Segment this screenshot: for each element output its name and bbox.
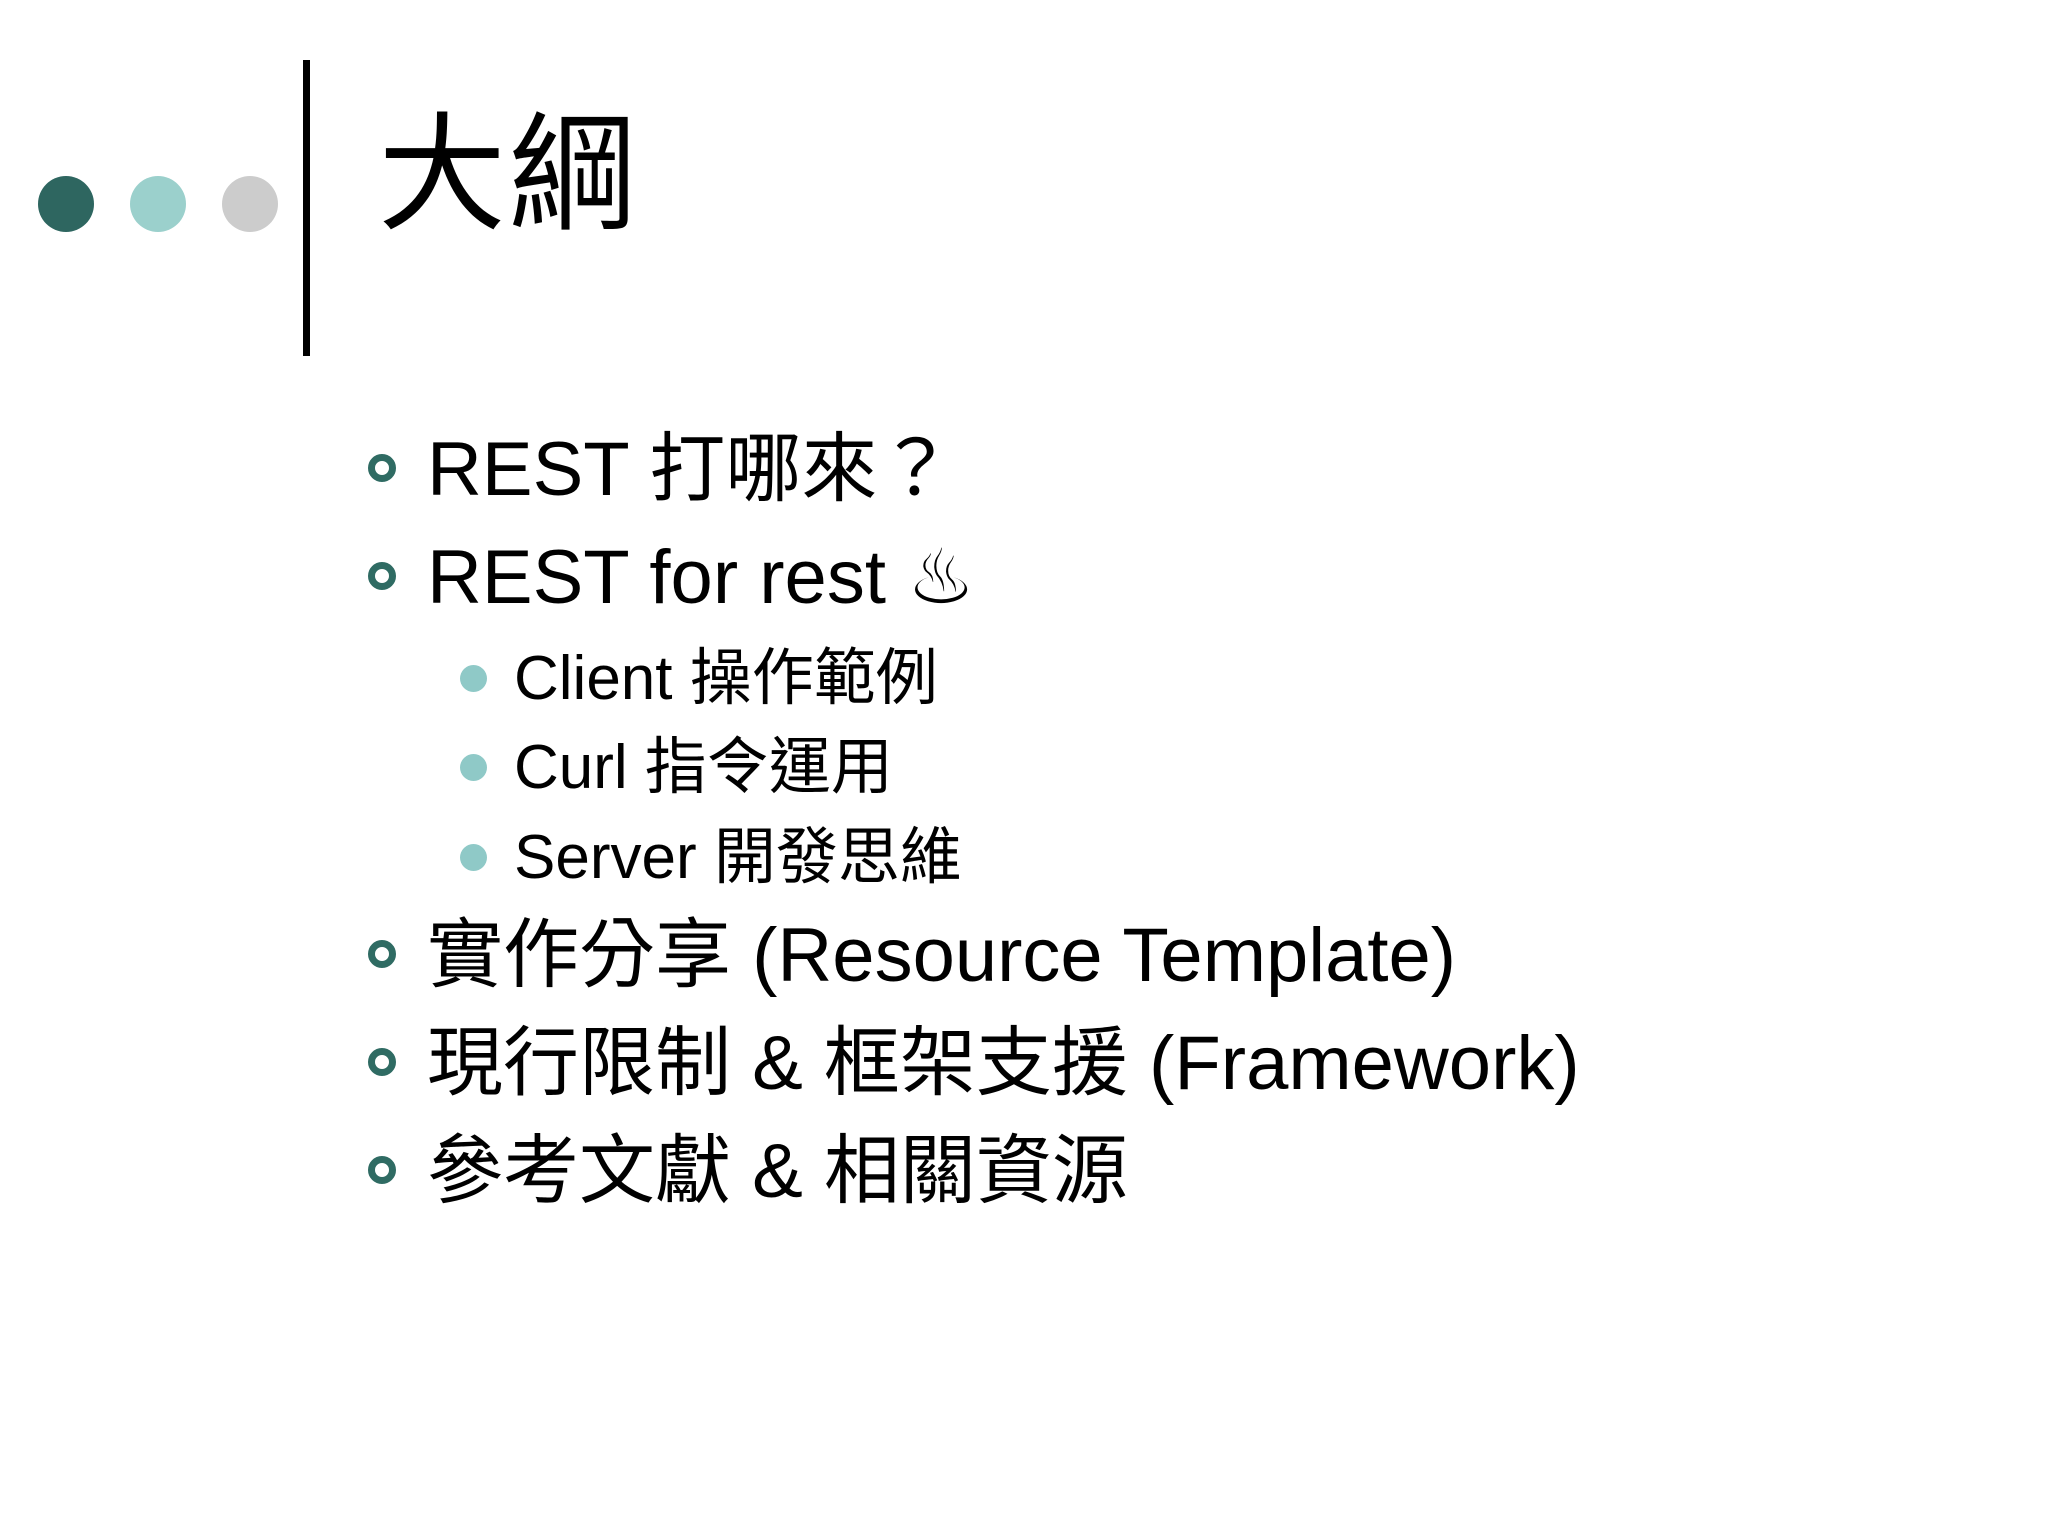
title-vertical-divider xyxy=(303,60,310,356)
dot-light-teal-icon xyxy=(130,176,186,232)
filled-circle-bullet-icon xyxy=(460,844,487,871)
outline-item-label: 現行限制 & 框架支援 (Framework) xyxy=(427,1021,1580,1106)
hollow-circle-bullet-icon xyxy=(368,562,396,591)
slide-header: 大綱 xyxy=(0,0,2048,370)
filled-circle-bullet-icon xyxy=(460,664,487,692)
dot-gray-icon xyxy=(222,176,278,232)
hollow-circle-bullet-icon xyxy=(368,1048,396,1076)
decorative-dots-group xyxy=(38,176,278,232)
list-item: 參考文獻 & 相關資源 xyxy=(0,1122,2048,1222)
list-item: Curl 指令運用 xyxy=(0,726,2048,810)
outline-list: REST 打哪來？ REST for rest ♨ Client 操作範例 Cu… xyxy=(0,420,2048,1231)
page-title: 大綱 xyxy=(378,104,640,247)
hollow-circle-bullet-icon xyxy=(368,939,396,968)
outline-item-label: 參考文獻 & 相關資源 xyxy=(427,1129,1128,1215)
list-item: Server 開發思維 xyxy=(0,816,2048,900)
list-item: 實作分享 (Resource Template) xyxy=(0,906,2048,1006)
outline-item-label: Client 操作範例 xyxy=(514,643,938,713)
list-item: REST for rest ♨ xyxy=(0,528,2048,628)
list-item: 現行限制 & 框架支援 (Framework) xyxy=(0,1014,2048,1114)
outline-item-label: 實作分享 (Resource Template) xyxy=(427,912,1457,998)
list-item: Client 操作範例 xyxy=(0,637,2048,721)
outline-item-label: REST 打哪來？ xyxy=(427,427,954,512)
list-item: REST 打哪來？ xyxy=(0,420,2048,520)
dot-dark-teal-icon xyxy=(38,176,94,232)
filled-circle-bullet-icon xyxy=(460,754,487,782)
outline-item-label: Curl 指令運用 xyxy=(514,733,893,803)
hollow-circle-bullet-icon xyxy=(368,454,396,482)
outline-item-label: Server 開發思維 xyxy=(514,823,962,892)
hollow-circle-bullet-icon xyxy=(368,1156,396,1185)
outline-item-label: REST for rest ♨ xyxy=(427,535,976,621)
